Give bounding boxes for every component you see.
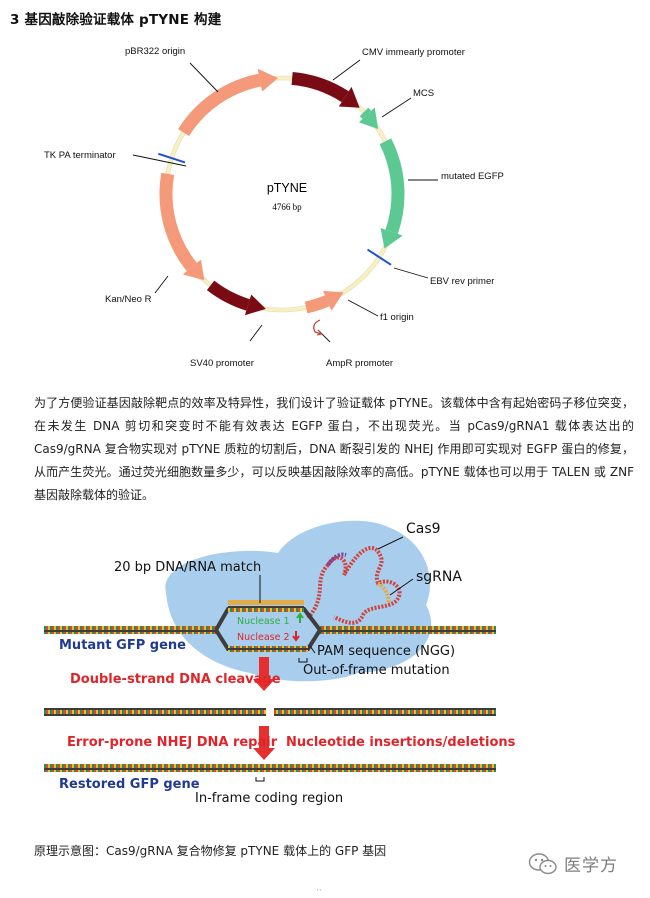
plasmid-map: pTYNE 4766 bp pBR322 origin CMV immearly… xyxy=(44,46,504,369)
label-sv40-promoter: SV40 promoter xyxy=(190,358,254,369)
restored-gene-label: Restored GFP gene xyxy=(59,777,200,792)
nuclease1-arrow xyxy=(296,612,304,623)
nuclease2-label: Nuclease 2 xyxy=(237,632,290,643)
tk-pa-site xyxy=(158,152,186,164)
repair-arrow xyxy=(253,726,275,760)
plasmid-size: 4766 bp xyxy=(272,202,302,212)
indel-label: Nucleotide insertions/deletions xyxy=(286,735,516,750)
section-heading: 3 基因敲除验证载体 pTYNE 构建 xyxy=(10,12,222,28)
label-f1-origin: f1 origin xyxy=(380,312,414,323)
watermark: 医学方 xyxy=(528,851,618,876)
label-mcs: MCS xyxy=(413,88,434,99)
dsb-label: Double-strand DNA cleavage xyxy=(70,672,281,687)
match-label: 20 bp DNA/RNA match xyxy=(114,560,261,575)
nhej-label: Error-prone NHEJ DNA repair xyxy=(67,735,278,750)
description-paragraph: 为了方便验证基因敲除靶点的效率及特异性，我们设计了验证载体 pTYNE。该载体中… xyxy=(34,396,634,502)
mcs-arc-head xyxy=(358,107,379,130)
kan-neo-arc-head xyxy=(182,259,205,281)
sgrna-label: sgRNA xyxy=(416,569,462,585)
cas9-schematic: Cas9 sgRNA 20 bp DNA/RNA match Nuclease … xyxy=(44,520,516,806)
pbr322-origin-arc xyxy=(178,73,262,137)
nuclease2-arrow xyxy=(292,631,300,642)
label-ebv-rev-primer: EBV rev primer xyxy=(430,276,494,287)
label-cmv-promoter: CMV immearly promoter xyxy=(362,47,465,58)
wechat-icon xyxy=(528,852,557,874)
label-ampr-promoter: AmpR promoter xyxy=(326,358,393,369)
pbr322-origin-arc-head xyxy=(257,68,278,92)
restored-dna xyxy=(44,764,496,772)
egfp-arc xyxy=(379,138,405,234)
sv40-promoter-arc-head xyxy=(244,294,266,316)
cas9-label: Cas9 xyxy=(406,521,441,537)
page-marker: ·· xyxy=(316,886,322,896)
mutant-dna-right xyxy=(320,626,496,634)
nuclease1-label: Nuclease 1 xyxy=(237,616,290,627)
plasmid-name: pTYNE xyxy=(267,181,307,195)
mcs-arc xyxy=(359,107,372,119)
cleaved-dna-right xyxy=(274,708,496,716)
frameshift-label: Out-of-frame mutation xyxy=(303,663,450,678)
ebv-primer-site xyxy=(366,248,392,266)
mutant-dna-left xyxy=(44,626,216,634)
egfp-arc-head xyxy=(380,227,403,249)
sgrna-structure xyxy=(306,546,402,625)
kan-neo-arc xyxy=(159,172,197,272)
cleaved-dna-left xyxy=(44,708,266,716)
mutant-gene-label: Mutant GFP gene xyxy=(59,638,186,653)
ampr-promoter-arrow xyxy=(313,319,322,335)
f1-origin-arc xyxy=(304,295,330,314)
label-tk-pa-terminator: TK PA terminator xyxy=(44,150,116,161)
label-pbr322-origin: pBR322 origin xyxy=(125,46,185,57)
inframe-label: In-frame coding region xyxy=(195,791,343,806)
f1-origin-arc-head xyxy=(323,290,344,311)
label-kan-neo-r: Kan/Neo R xyxy=(105,294,152,305)
pam-label: PAM sequence (NGG) xyxy=(317,644,455,659)
cmv-promoter-arc xyxy=(291,71,349,103)
sv40-promoter-arc xyxy=(206,280,251,311)
cmv-promoter-arc-head xyxy=(338,86,360,108)
label-mutated-egfp: mutated EGFP xyxy=(441,171,504,182)
cleavage-arrow xyxy=(253,657,275,691)
figure-caption: 原理示意图：Cas9/gRNA 复合物修复 pTYNE 载体上的 GFP 基因 xyxy=(34,844,387,858)
watermark-text: 医学方 xyxy=(564,856,618,876)
